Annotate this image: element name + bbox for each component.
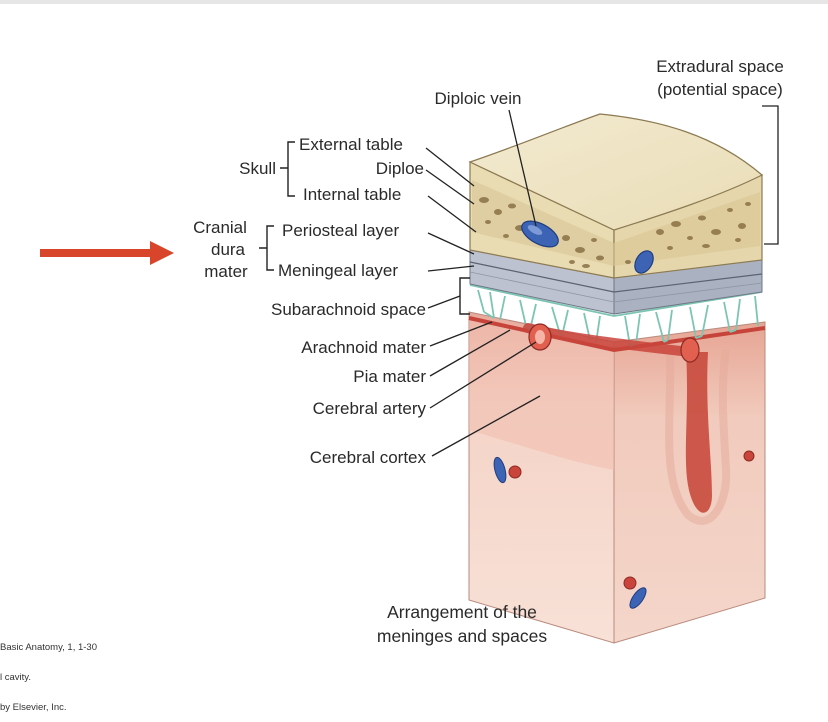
- source-footer: Basic Anatomy, 1, 1-30 l cavity. by Else…: [0, 642, 97, 713]
- label-external-table: External table: [299, 135, 403, 154]
- group-brackets: [259, 141, 295, 271]
- footer-line-2: l cavity.: [0, 672, 31, 683]
- label-skull: Skull: [239, 159, 276, 178]
- leader-lines: [425, 105, 779, 457]
- label-cerebral-cortex: Cerebral cortex: [310, 448, 427, 467]
- footer-line-1: Basic Anatomy, 1, 1-30: [0, 642, 97, 653]
- caption-line-1: Arrangement of the: [387, 602, 537, 622]
- cerebral-cortex-block: [468, 311, 766, 644]
- structure-labels: Skull External table Diploe Internal tab…: [193, 57, 784, 467]
- label-diploe: Diploe: [376, 159, 424, 178]
- pointer-arrow-icon: [40, 241, 174, 265]
- caption-line-2: meninges and spaces: [377, 626, 547, 646]
- footer-line-3: by Elsevier, Inc.: [0, 702, 67, 713]
- label-cerebral-artery: Cerebral artery: [313, 399, 427, 418]
- label-dura: dura: [211, 240, 246, 259]
- label-pia-mater: Pia mater: [353, 367, 426, 386]
- label-cranial: Cranial: [193, 218, 247, 237]
- label-meningeal-layer: Meningeal layer: [278, 261, 398, 280]
- label-subarachnoid-space: Subarachnoid space: [271, 300, 426, 319]
- label-arachnoid-mater: Arachnoid mater: [301, 338, 426, 357]
- top-edge-strip: [0, 0, 828, 4]
- arachnoid-trabeculae: [469, 284, 763, 347]
- skull-bone-block: [468, 113, 764, 279]
- label-diploic-vein: Diploic vein: [435, 89, 522, 108]
- label-extradural-space: Extradural space: [656, 57, 784, 76]
- label-extradural-potential: (potential space): [657, 80, 783, 99]
- cerebral-artery-vessel: [523, 323, 700, 363]
- label-periosteal-layer: Periosteal layer: [282, 221, 400, 240]
- figure-caption: Arrangement of the meninges and spaces: [377, 602, 547, 646]
- label-internal-table: Internal table: [303, 185, 401, 204]
- label-mater: mater: [204, 262, 248, 281]
